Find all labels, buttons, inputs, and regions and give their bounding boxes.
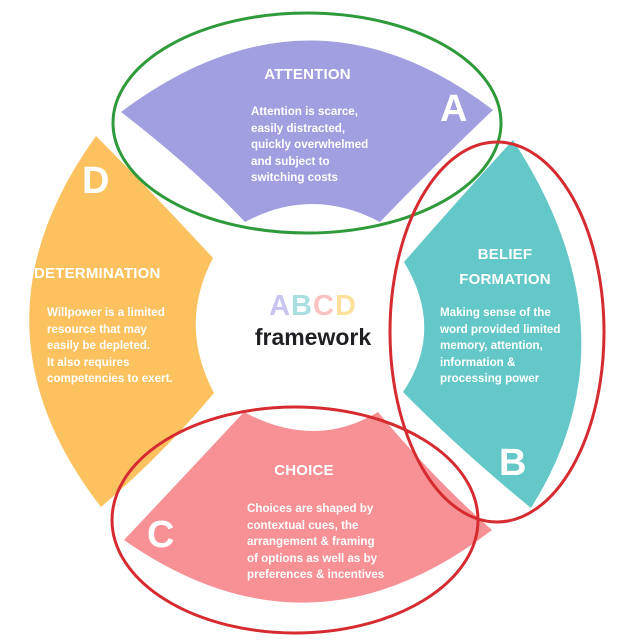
choice-letter: C (147, 514, 175, 556)
choice-segment (124, 412, 492, 603)
belief-highlight-oval (388, 140, 606, 524)
attention-highlight-oval (111, 11, 503, 235)
determination-segment (29, 136, 214, 507)
attention-description: Attention is scarce, easily distracted, … (251, 105, 369, 184)
choice-description: Choices are shaped by contextual cues, t… (247, 502, 385, 581)
determination-title: DETERMINATION (34, 265, 161, 282)
belief-formation-title: BELIEF FORMATION (459, 246, 551, 288)
center-abcd-letters: ABCD (228, 290, 398, 322)
center-framework-word: framework (254, 324, 372, 350)
center-letter-b: B (291, 290, 313, 322)
attention-segment (121, 40, 493, 222)
choice-title: CHOICE (274, 462, 334, 479)
attention-letter: A (440, 88, 468, 130)
determination-letter: D (82, 160, 110, 202)
attention-title: ATTENTION (264, 66, 351, 83)
center-letter-c: C (313, 290, 335, 322)
belief-formation-description: Making sense of the word provided limite… (440, 306, 561, 385)
center-letter-d: D (334, 290, 357, 322)
belief-formation-letter: B (499, 442, 527, 484)
determination-description: Willpower is a limited resource that may… (47, 306, 173, 385)
belief-formation-segment (403, 140, 582, 508)
center-label: ABCD framework (228, 290, 398, 352)
center-letter-a: A (269, 290, 292, 322)
choice-highlight-oval (110, 405, 480, 635)
